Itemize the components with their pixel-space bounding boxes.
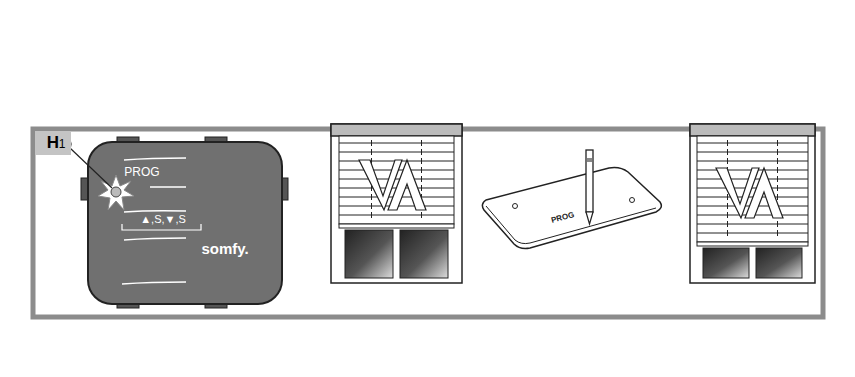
panel-frame (33, 129, 823, 317)
command-label: ▲,S,▼,S (140, 214, 186, 225)
leader-line (70, 148, 112, 188)
section-tab: H (35, 131, 71, 155)
brand-logo: somfy. (201, 241, 248, 256)
shutter-window-up (331, 124, 462, 283)
remote-control (482, 150, 661, 249)
callout-number: 1 (59, 138, 66, 150)
button-label: PROG (124, 166, 159, 178)
shutter-window-down (690, 124, 815, 283)
section-letter: H (47, 133, 59, 153)
receiver-device (81, 137, 288, 308)
